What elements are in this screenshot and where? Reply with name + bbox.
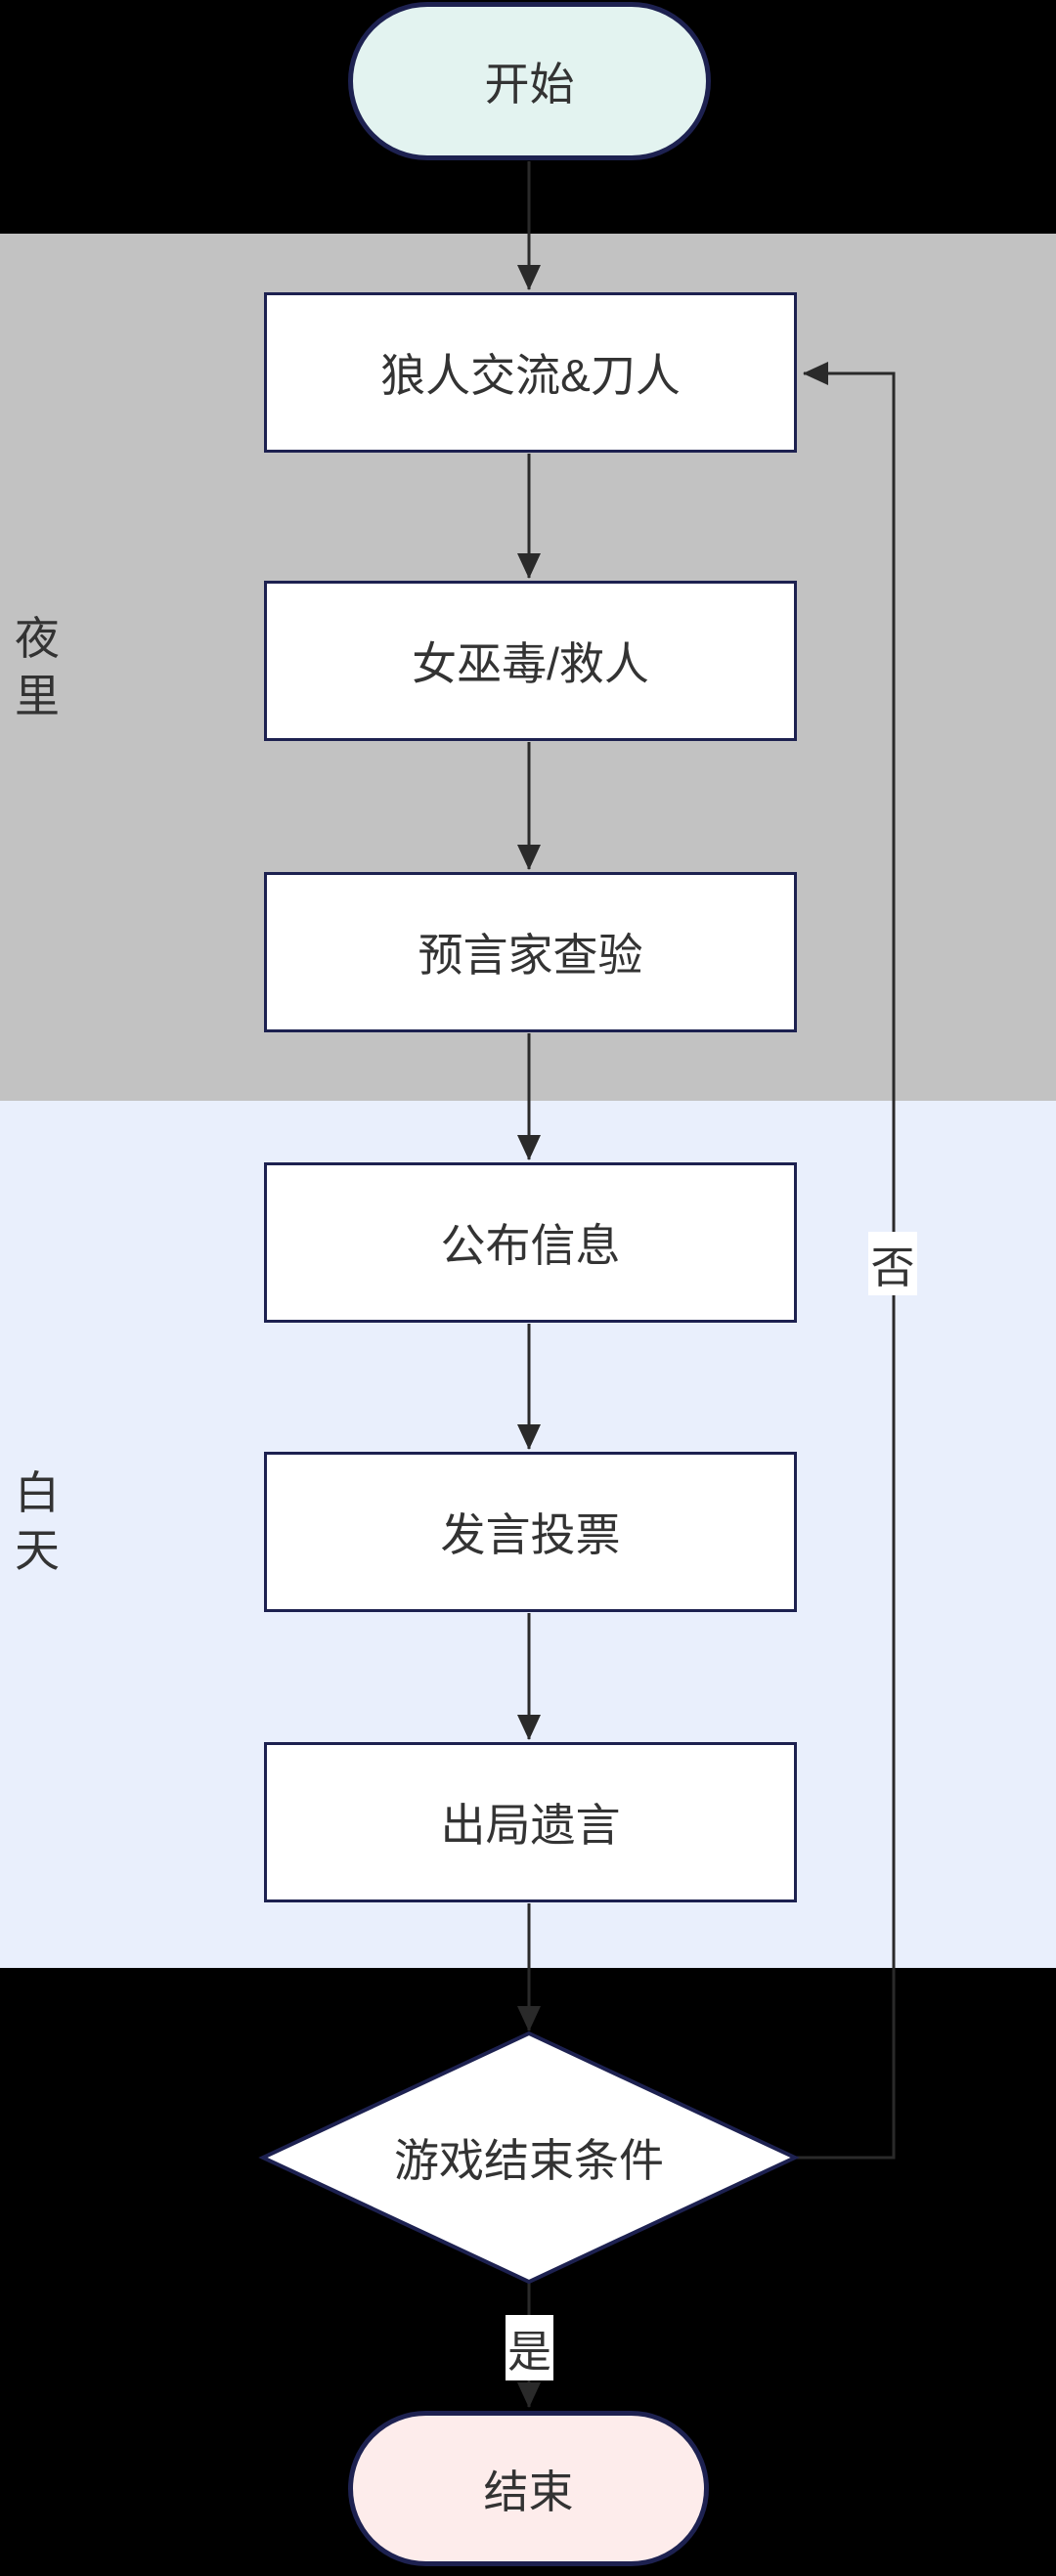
- node-start-label: 开始: [484, 59, 575, 109]
- node-announce-label: 公布信息: [440, 1220, 621, 1271]
- night-phase-label: 夜里: [15, 613, 60, 721]
- node-seer: 预言家查验: [264, 872, 797, 1032]
- node-seer-label: 预言家查验: [418, 930, 643, 981]
- node-end-condition: 游戏结束条件: [263, 2033, 795, 2282]
- node-end-condition-label: 游戏结束条件: [394, 2135, 664, 2186]
- node-start: 开始: [348, 2, 711, 160]
- node-last-words: 出局遗言: [264, 1742, 797, 1902]
- node-end: 结束: [348, 2411, 709, 2566]
- node-wolf-kill-label: 狼人交流&刀人: [380, 350, 681, 401]
- node-witch: 女巫毒/救人: [264, 581, 797, 741]
- node-announce: 公布信息: [264, 1162, 797, 1323]
- edge-label-no: 否: [868, 1232, 917, 1295]
- node-end-label: 结束: [483, 2466, 574, 2517]
- day-phase-label: 白天: [15, 1467, 60, 1576]
- node-vote: 发言投票: [264, 1452, 797, 1612]
- node-last-words-label: 出局遗言: [440, 1800, 621, 1851]
- decision-diamond-shape: [258, 2030, 800, 2285]
- edge-label-yes: 是: [506, 2315, 553, 2380]
- node-wolf-kill: 狼人交流&刀人: [264, 292, 797, 453]
- node-vote-label: 发言投票: [440, 1509, 621, 1560]
- node-witch-label: 女巫毒/救人: [412, 638, 649, 689]
